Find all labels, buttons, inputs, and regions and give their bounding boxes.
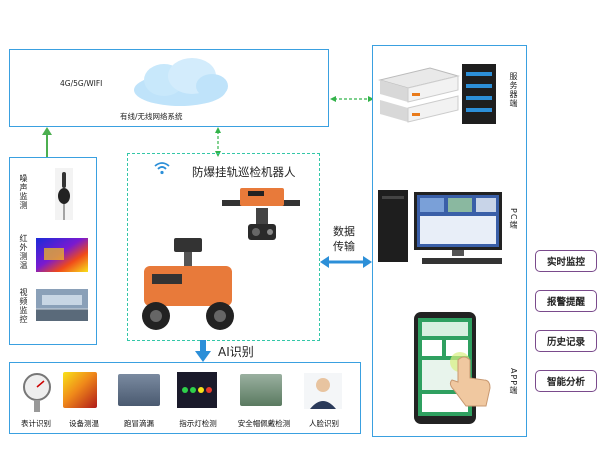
wifi-icon <box>154 160 170 179</box>
cloud-icon <box>120 54 240 118</box>
pc-icon <box>378 190 503 274</box>
ai-arrow <box>195 340 211 366</box>
transmission-label: 数据传输 <box>333 225 355 253</box>
ai-item-label: 人脸识别 <box>309 419 339 428</box>
network-system: 有线/无线网络系统 <box>120 112 183 121</box>
ai-item-label: 跑冒滴漏 <box>124 419 154 428</box>
network-robot-link <box>214 127 222 161</box>
robot-area <box>127 153 320 341</box>
ai-label: AI识别 <box>218 345 254 359</box>
ai-item-label: 安全帽佩戴检测 <box>237 419 291 428</box>
feature-analysis: 智能分析 <box>535 370 597 392</box>
ai-item-temp-image <box>63 372 97 408</box>
feature-alarm: 报警提醒 <box>535 290 597 312</box>
server-label: 服务器端 <box>509 72 518 108</box>
network-server-link <box>330 88 374 107</box>
ai-item-indicator-image <box>177 372 217 412</box>
sensor-label-noise: 噪声监测 <box>19 174 28 210</box>
feature-history: 历史记录 <box>535 330 597 352</box>
ai-item-leak-image <box>118 374 160 406</box>
ground-robot-image <box>138 238 238 338</box>
ai-item-helmet-image <box>240 374 282 406</box>
server-icon <box>378 62 503 136</box>
ai-item-label: 设备测温 <box>69 419 99 428</box>
pc-label: PC端 <box>509 208 518 230</box>
sensor-label-infrared: 红外测温 <box>19 234 28 270</box>
app-label: APP端 <box>509 368 518 396</box>
ai-item-face-image <box>304 373 342 413</box>
sensor-upload-arrow <box>40 127 54 161</box>
infrared-image <box>36 238 88 276</box>
transmission-arrow <box>320 253 372 272</box>
rail-robot-image <box>222 186 300 260</box>
robot-title: 防爆挂轨巡检机器人 <box>192 165 296 179</box>
video-image <box>36 289 88 325</box>
feature-realtime-monitor: 实时监控 <box>535 250 597 272</box>
hand-icon <box>446 350 492 414</box>
ai-item-meter-image <box>22 372 52 416</box>
ai-item-label: 指示灯检测 <box>179 419 217 428</box>
sensor-label-video: 视频监控 <box>19 288 28 324</box>
ai-item-label: 表计识别 <box>21 419 51 428</box>
noise-sensor-image <box>52 166 76 226</box>
network-protocol: 4G/5G/WIFI <box>60 79 103 88</box>
